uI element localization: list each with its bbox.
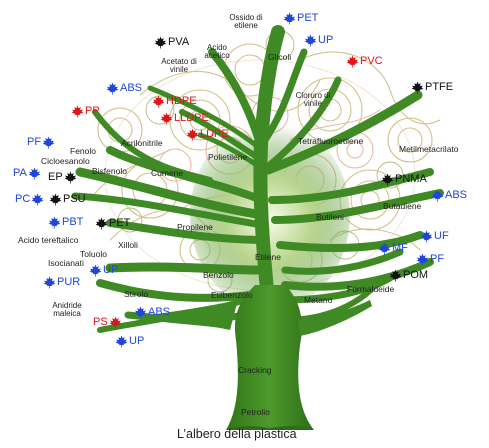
maple-leaf-icon [381, 173, 394, 186]
label-cicloesanolo: Cicloesanolo [41, 156, 90, 166]
maple-leaf-icon [48, 216, 61, 229]
plastic-tag-pnma: PNMA [381, 173, 427, 186]
maple-leaf-icon [106, 82, 119, 95]
plastic-tag-pbt: PBT [48, 216, 83, 229]
label-glicoli: Glicoli [268, 52, 292, 62]
maple-leaf-icon [28, 167, 41, 180]
maple-leaf-icon [420, 230, 433, 243]
label-toluolo: Toluolo [80, 249, 107, 259]
label-stirolo: Stirolo [124, 289, 149, 299]
maple-leaf-icon [304, 34, 317, 47]
maple-leaf-icon [416, 253, 429, 266]
maple-leaf-icon [378, 242, 391, 255]
label-fenolo: Fenolo [70, 146, 96, 156]
plastic-tag-ldpe: LDPE [186, 128, 229, 141]
plastic-tag-abs-left: ABS [106, 82, 142, 95]
plastic-tag-up-bottom: UP [115, 335, 144, 348]
label-butadiene: Butadiene [383, 201, 422, 211]
maple-leaf-icon [42, 136, 55, 149]
maple-leaf-icon [152, 95, 165, 108]
plastic-tag-pvc: PVC [346, 55, 383, 68]
maple-leaf-icon [283, 12, 296, 25]
maple-leaf-icon [186, 128, 199, 141]
plastic-tag-pp: PP [71, 105, 100, 118]
label-cloruro-di-vinile: Cloruro di vinile [295, 91, 331, 108]
plastic-tag-pet-mid: PET [95, 217, 130, 230]
plastic-tag-pva: PVA [154, 36, 189, 49]
maple-leaf-icon [389, 269, 402, 282]
plastic-tag-hdpe: HDPE [152, 95, 197, 108]
label-cracking: Cracking [238, 365, 272, 375]
maple-leaf-icon [160, 112, 173, 125]
label-anidride-maleica: Anidride maleica [52, 301, 82, 318]
plastic-tag-psu: PSU [49, 193, 86, 206]
maple-leaf-icon [71, 105, 84, 118]
plastic-tag-ps: PS [93, 316, 122, 329]
maple-leaf-icon [49, 193, 62, 206]
label-etilene: Etilene [255, 252, 281, 262]
label-benzolo: Benzolo [203, 270, 234, 280]
maple-leaf-icon [31, 193, 44, 206]
plastic-tag-pet-top: PET [283, 12, 318, 25]
plastic-tag-pom: POM [389, 269, 428, 282]
label-butileni: Butileni [316, 212, 344, 222]
label-propilene: Propilene [177, 222, 213, 232]
plastic-tag-abs-right: ABS [431, 189, 467, 202]
plastic-tag-lldpe: LLDPE [160, 112, 209, 125]
label-polietilene: Polietilene [208, 152, 248, 162]
maple-leaf-icon [411, 81, 424, 94]
label-metano: Metano [304, 295, 333, 305]
maple-leaf-icon [346, 55, 359, 68]
maple-leaf-icon [115, 335, 128, 348]
plastic-tag-ptfe: PTFE [411, 81, 453, 94]
label-acido-acetico: Acido acetico [204, 43, 230, 60]
plastic-tag-mf: MF [378, 242, 408, 255]
label-xilloli: Xilloli [118, 240, 138, 250]
label-etilbenzolo: Etilbenzolo [211, 290, 253, 300]
plastic-tag-pf: PF [27, 136, 55, 149]
maple-leaf-icon [43, 276, 56, 289]
label-petrolio: Petrolio [241, 407, 270, 417]
label-ossido-di-etilene: Ossido di etilene [229, 13, 263, 30]
trunk-glow [190, 120, 350, 310]
label-formaldeide: Formaldeide [347, 284, 395, 294]
plastic-tag-up-top: UP [304, 34, 333, 47]
maple-leaf-icon [95, 217, 108, 230]
label-acetato-di-vinile: Acetato di vinile [161, 57, 197, 74]
maple-leaf-icon [109, 316, 122, 329]
plastic-tag-pf-right: PF [416, 253, 444, 266]
label-acrilonitrile: Acrilonitrile [121, 138, 163, 148]
label-metilmetacrilato: Metilmetacrilato [399, 144, 459, 154]
plastic-tag-up-mid: UP [89, 264, 118, 277]
plastic-tag-abs-bottom: ABS [134, 306, 170, 319]
maple-leaf-icon [89, 264, 102, 277]
maple-leaf-icon [64, 171, 77, 184]
plastic-tag-ep: EP [48, 171, 77, 184]
maple-leaf-icon [431, 189, 444, 202]
plastic-tag-pa: PA [13, 167, 41, 180]
label-bisfenolo: Bisfenolo [92, 166, 127, 176]
maple-leaf-icon [134, 306, 147, 319]
plastic-tag-uf: UF [420, 230, 449, 243]
plastic-tag-pc: PC [15, 193, 44, 206]
label-isocianati: Isocianati [48, 258, 84, 268]
label-tetrafluoroetilene: Tetrafluoroetilene [298, 136, 364, 146]
diagram-caption: L’albero della plastica [177, 427, 297, 441]
maple-leaf-icon [154, 36, 167, 49]
label-acido-tereftalico: Acido tereftalico [18, 235, 79, 245]
tree-branches [71, 25, 444, 333]
label-cumene: Cumene [151, 168, 184, 178]
tree-trunk [226, 285, 314, 430]
plastic-tag-pur: PUR [43, 276, 80, 289]
